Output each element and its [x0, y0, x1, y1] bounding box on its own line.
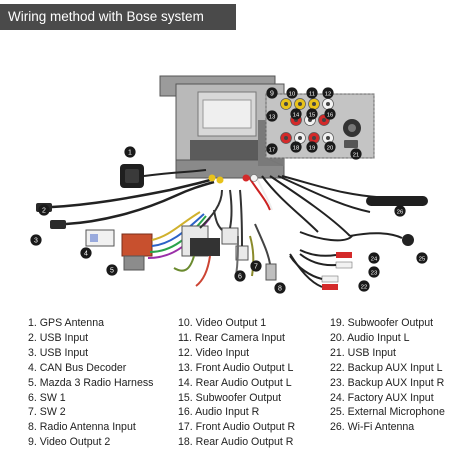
callout-number: 19: [309, 145, 315, 151]
callout-number: 15: [309, 112, 315, 118]
callout-9: 9: [266, 87, 278, 99]
callout-number: 25: [419, 256, 425, 262]
callout-number: 23: [371, 270, 377, 276]
legend-item: 26. Wi-Fi Antenna: [330, 421, 415, 434]
callout-number: 18: [293, 145, 299, 151]
callout-number: 24: [371, 256, 378, 262]
callout-number: 8: [278, 285, 282, 292]
rca-jack: [280, 132, 292, 144]
callout-number: 22: [361, 284, 367, 290]
legend-item: 8. Radio Antenna Input: [28, 421, 136, 434]
callout-17: 17: [266, 143, 278, 155]
callout-number: 1: [128, 149, 132, 156]
legend-item: 5. Mazda 3 Radio Harness: [28, 376, 154, 389]
callout-20: 20: [324, 141, 336, 153]
legend-item: 6. SW 1: [28, 391, 66, 404]
legend-item: 12. Video Input: [178, 346, 250, 359]
legend-item: 16. Audio Input R: [178, 406, 260, 419]
legend-column-3: 19. Subwoofer Output 20. Audio Input L 21.…: [330, 316, 445, 435]
legend-item: 20. Audio Input L: [330, 331, 410, 344]
callout-number: 10: [289, 91, 295, 97]
callout-1: 1: [124, 146, 136, 158]
legend-item: 13. Front Audio Output L: [178, 361, 294, 374]
callout-number: 16: [327, 112, 333, 118]
legend-item: 25. External Microphone: [330, 406, 445, 419]
callout-12: 12: [322, 87, 334, 99]
callout-11: 11: [306, 87, 318, 99]
callout-number: 21: [353, 152, 359, 158]
callout-25: 25: [416, 252, 428, 264]
callout-number: 17: [269, 147, 275, 153]
legend-item: 2. USB Input: [28, 331, 89, 344]
legend-item: 14. Rear Audio Output L: [178, 376, 292, 389]
rca-jack: [322, 98, 334, 110]
callout-6: 6: [234, 270, 246, 282]
callout-number: 11: [309, 91, 315, 97]
callout-number: 6: [238, 273, 242, 280]
callout-16: 16: [324, 108, 336, 120]
callout-26: 26: [394, 205, 406, 217]
legend-item: 3. USB Input: [28, 346, 89, 359]
callout-13: 13: [266, 110, 278, 122]
legend-item: 23. Backup AUX Input R: [330, 376, 445, 389]
rca-jack: [294, 98, 306, 110]
head-unit: [159, 75, 285, 179]
diagram-title: Wiring method with Bose system: [0, 4, 236, 30]
legend-item: 18. Rear Audio Output R: [178, 436, 294, 449]
callout-number: 5: [110, 267, 114, 274]
callout-22: 22: [358, 280, 370, 292]
callout-number: 7: [254, 263, 258, 270]
callout-7: 7: [250, 260, 262, 272]
legend-item: 17. Front Audio Output R: [178, 421, 296, 434]
can-bus-decoder: [85, 229, 115, 247]
rear-panel-zoom: [265, 93, 375, 167]
callout-18: 18: [290, 141, 302, 153]
legend-item: 21. USB Input: [330, 346, 396, 359]
callout-number: 20: [327, 145, 333, 151]
legend-item: 1. GPS Antenna: [28, 317, 104, 329]
callout-number: 13: [269, 114, 275, 120]
callout-number: 2: [42, 207, 46, 214]
external-microphone: [299, 231, 414, 246]
callout-21: 21: [350, 148, 362, 160]
callout-number: 9: [270, 90, 274, 97]
callout-2: 2: [38, 204, 50, 216]
callout-4: 4: [80, 247, 92, 259]
callout-number: 3: [34, 237, 38, 244]
rca-jack: [294, 132, 306, 144]
callout-3: 3: [30, 234, 42, 246]
legend-column-1: 1. GPS Antenna 2. USB Input 3. USB Input 4.…: [28, 316, 153, 450]
legend-item: 11. Rear Camera Input: [178, 331, 285, 344]
legend-item: 10. Video Output 1: [178, 317, 267, 329]
callout-8: 8: [274, 282, 286, 294]
legend-item: 9. Video Output 2: [28, 436, 111, 449]
legend-item: 15. Subwoofer Output: [178, 391, 282, 404]
rca-jack: [280, 98, 292, 110]
callout-19: 19: [306, 141, 318, 153]
legend-column-2: 10. Video Output 1 11. Rear Camera Input 1…: [178, 316, 295, 450]
wifi-antenna: [366, 196, 428, 206]
callout-15: 15: [306, 108, 318, 120]
callout-number: 12: [325, 91, 331, 97]
gps-antenna: [120, 164, 207, 188]
callout-number: 14: [293, 112, 300, 118]
main-harness-bundle: [173, 189, 277, 287]
legend-item: 19. Subwoofer Output: [330, 317, 434, 329]
callout-number: 4: [84, 250, 88, 257]
callout-23: 23: [368, 266, 380, 278]
legend-item: 22. Backup AUX Input L: [330, 361, 443, 374]
callout-10: 10: [286, 87, 298, 99]
callout-14: 14: [290, 108, 302, 120]
callout-5: 5: [106, 264, 118, 276]
rca-jack: [308, 98, 320, 110]
callout-number: 26: [397, 209, 403, 215]
legend-item: 24. Factory AUX Input: [330, 391, 434, 404]
callout-24: 24: [368, 252, 380, 264]
rear-panel-cables: [208, 174, 391, 237]
aux-rca-plugs: [289, 249, 353, 290]
legend-item: 7. SW 2: [28, 406, 66, 419]
legend-item: 4. CAN Bus Decoder: [28, 361, 127, 374]
